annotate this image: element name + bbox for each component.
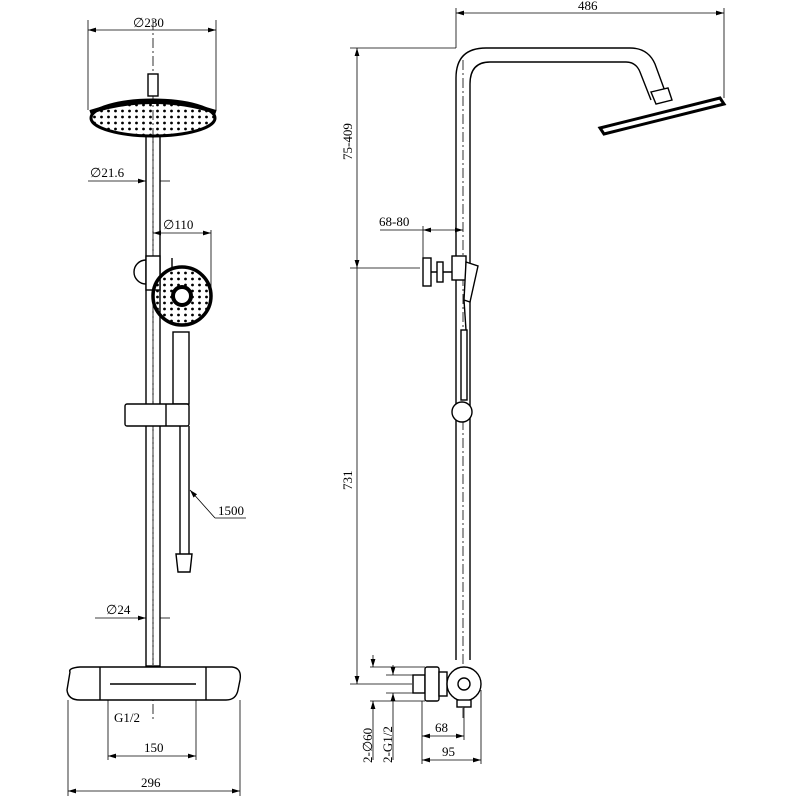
- overhead-shower-head: [89, 98, 217, 138]
- shower-arm: [455, 47, 667, 660]
- slide-knob: [451, 401, 473, 423]
- hose: [175, 426, 193, 573]
- side-view: 486 75-409 731 68-80 2-∅60 2-G1/2 68: [340, 0, 727, 764]
- dim-body-width: 296: [141, 775, 161, 790]
- dim-wall-offset-outer: 95: [442, 744, 455, 759]
- dim-inlet-spacing: 150: [144, 740, 164, 755]
- dim-head-diameter: ∅230: [133, 15, 164, 30]
- dim-valve-projection: 68-80: [379, 214, 409, 229]
- dim-lower-pipe-diameter: ∅24: [106, 602, 131, 617]
- dim-arm-reach: 486: [578, 0, 598, 13]
- overhead-head-side: [597, 96, 727, 136]
- dim-hose-length: 1500: [218, 503, 244, 518]
- front-view: ∅230 ∅21.6 ∅110 1500 ∅24 G1/2 150 296: [66, 15, 246, 796]
- dim-hand-shower-diameter: ∅110: [163, 217, 193, 232]
- dim-pipe-height: 731: [340, 471, 355, 491]
- dim-flange-diameter: 2-∅60: [360, 728, 375, 763]
- dim-connector-thread: 2-G1/2: [380, 726, 395, 763]
- inlet-thread-label: G1/2: [114, 710, 140, 725]
- slide-bracket: [124, 403, 190, 427]
- wall-connector: [412, 666, 482, 708]
- dim-pipe-diameter: ∅21.6: [90, 165, 125, 180]
- hand-shower: [151, 258, 213, 405]
- diverter-valve: [422, 255, 479, 331]
- dim-wall-offset-inner: 68: [435, 720, 448, 735]
- dim-adjust-range: 75-409: [340, 123, 355, 160]
- top-connector: [147, 73, 159, 97]
